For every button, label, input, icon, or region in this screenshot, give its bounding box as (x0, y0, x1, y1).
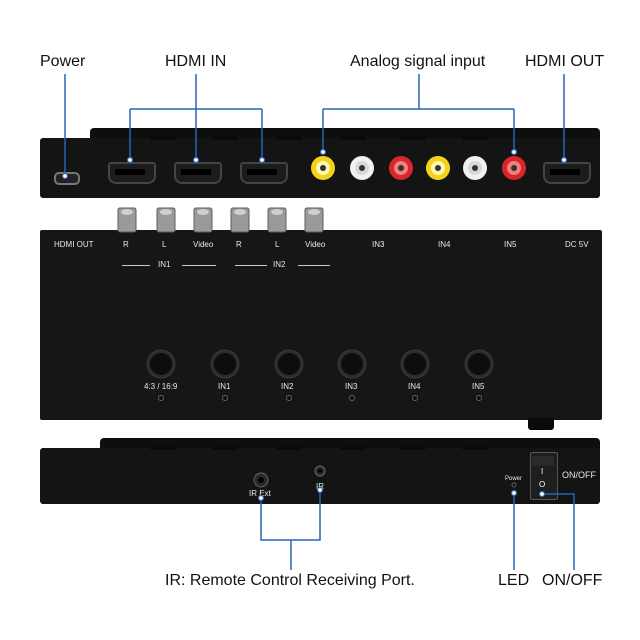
in1-button (210, 349, 240, 379)
rca-jack-yellow-2 (426, 156, 450, 180)
rca-jack-white-2 (463, 156, 487, 180)
rear-top-ridges (150, 136, 488, 140)
front-label-on-off: ON/OFF (562, 470, 596, 480)
button-caption-in3: IN3 (345, 382, 358, 391)
hdmi-in-port-2 (174, 162, 222, 184)
button-caption-in1: IN1 (218, 382, 231, 391)
top-label-in3: IN3 (372, 240, 385, 249)
top-panel-rca-jacks (117, 207, 324, 233)
top-label-in1-group: IN1 (158, 260, 171, 269)
indicator-leds (158, 395, 482, 401)
on-off-callout-label: ON/OFF (542, 572, 603, 589)
button-caption-in5: IN5 (472, 382, 485, 391)
top-label-in5: IN5 (504, 240, 517, 249)
in3-button (337, 349, 367, 379)
ir-receiver-window (314, 465, 326, 477)
switch-off-mark: O (539, 480, 546, 489)
top-label-dc: DC 5V (565, 240, 589, 249)
top-label-video1: Video (193, 240, 214, 249)
ir-ext-jack (253, 472, 269, 488)
callout-lines (64, 74, 575, 570)
usb-c-power-port (54, 172, 80, 185)
ir-port-callout-label: IR: Remote Control Receiving Port. (165, 572, 415, 589)
top-label-r2: R (236, 240, 242, 249)
aspect-ratio-button (146, 349, 176, 379)
hdmi-in-port-1 (108, 162, 156, 184)
in4-button (400, 349, 430, 379)
hdmi-in-callout-label: HDMI IN (165, 53, 227, 70)
push-buttons (146, 349, 494, 379)
front-label-ir: IR (316, 482, 324, 491)
hdmi-in-port-3 (240, 162, 288, 184)
rca-jack-yellow-1 (311, 156, 335, 180)
top-label-l1: L (162, 240, 167, 249)
rca-jack-white-1 (350, 156, 374, 180)
analog-input-callout-label: Analog signal input (350, 53, 486, 70)
top-label-in2-group: IN2 (273, 260, 286, 269)
front-label-power: Power (505, 476, 523, 482)
top-label-in4: IN4 (438, 240, 451, 249)
in5-button (464, 349, 494, 379)
switch-on-mark: I (541, 467, 544, 476)
button-caption-aspect: 4:3 / 16:9 (144, 382, 178, 391)
button-caption-in4: IN4 (408, 382, 421, 391)
top-label-r1: R (123, 240, 129, 249)
hdmi-out-callout-label: HDMI OUT (525, 53, 605, 70)
top-label-video2: Video (305, 240, 326, 249)
in2-button (274, 349, 304, 379)
hdmi-out-port (543, 162, 591, 184)
top-label-hdmi-out: HDMI OUT (54, 240, 94, 249)
rca-jack-red-1 (389, 156, 413, 180)
power-callout-label: Power (40, 53, 86, 70)
rca-jack-red-2 (502, 156, 526, 180)
power-led (511, 482, 517, 488)
button-caption-in2: IN2 (281, 382, 294, 391)
top-label-l2: L (275, 240, 280, 249)
led-callout-label: LED (498, 572, 530, 589)
front-label-ir-ext: IR Ext (249, 489, 271, 498)
